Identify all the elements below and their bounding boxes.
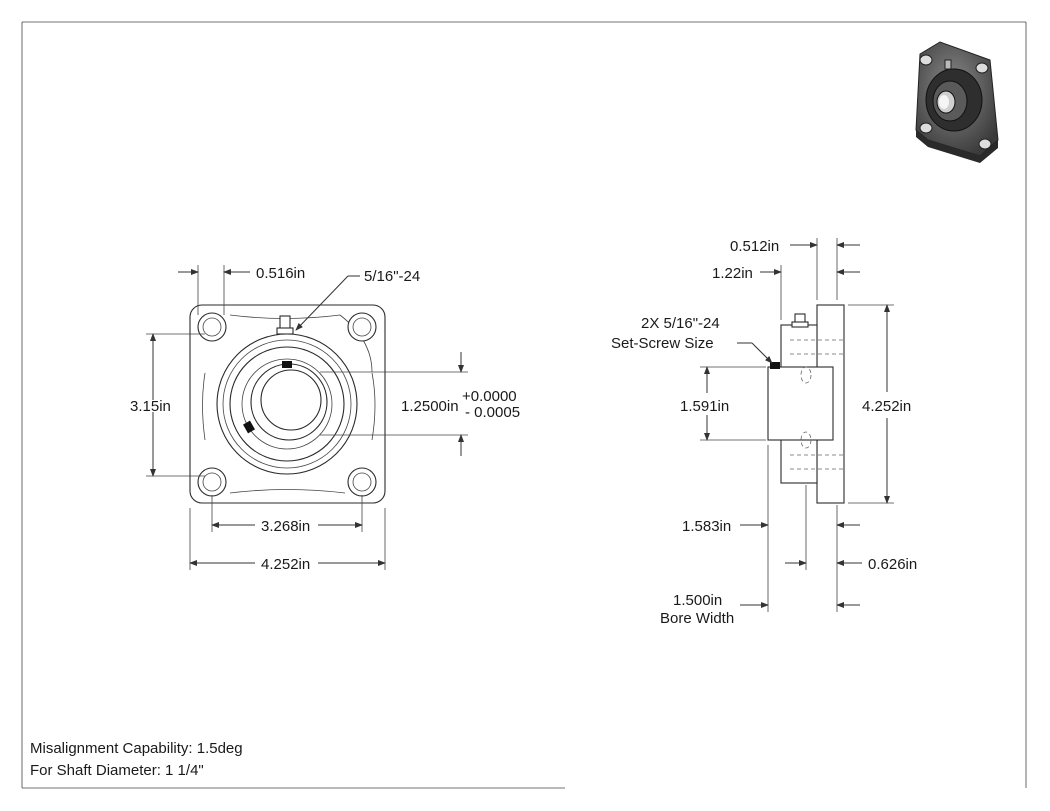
- note-shaft-diameter: For Shaft Diameter: 1 1/4": [30, 762, 204, 779]
- tolerance-plus: +0.0000: [462, 388, 517, 405]
- front-view-dimensions: 0.516in 5/16"-24 3.15in 1.2500in +0.0000…: [130, 265, 520, 573]
- dim-base-to-face: 1.583in: [682, 518, 731, 535]
- setscrew-note-line1: 2X 5/16"-24: [641, 315, 720, 332]
- isometric-bearing-icon: [915, 41, 999, 163]
- dim-height: 3.15in: [130, 398, 171, 415]
- tolerance-minus: - 0.0005: [465, 404, 520, 421]
- dim-bore-width-value: 1.500in: [673, 592, 722, 609]
- front-view: [189, 304, 386, 504]
- dim-setscrew: 5/16"-24: [364, 268, 420, 285]
- dim-overall-height: 4.252in: [862, 398, 911, 415]
- note-misalignment: Misalignment Capability: 1.5deg: [30, 740, 243, 757]
- setscrew-note-line2: Set-Screw Size: [611, 335, 714, 352]
- dim-housing-depth: 0.626in: [868, 556, 917, 573]
- dim-offset: 1.22in: [712, 265, 753, 282]
- dim-insert-height: 1.591in: [680, 398, 729, 415]
- side-view: [767, 304, 845, 504]
- drawing-border: [21, 21, 1027, 789]
- dim-bore-width-label: Bore Width: [660, 610, 734, 627]
- side-view-dimensions: 0.512in 1.22in 2X 5/16"-24 Set-Screw Siz…: [611, 238, 917, 627]
- dim-width: 4.252in: [261, 556, 310, 573]
- dim-flange-thickness: 0.512in: [730, 238, 779, 255]
- dim-hole-offset: 0.516in: [256, 265, 305, 282]
- dim-bolt-spacing: 3.268in: [261, 518, 310, 535]
- dim-bore: 1.2500in: [401, 398, 459, 415]
